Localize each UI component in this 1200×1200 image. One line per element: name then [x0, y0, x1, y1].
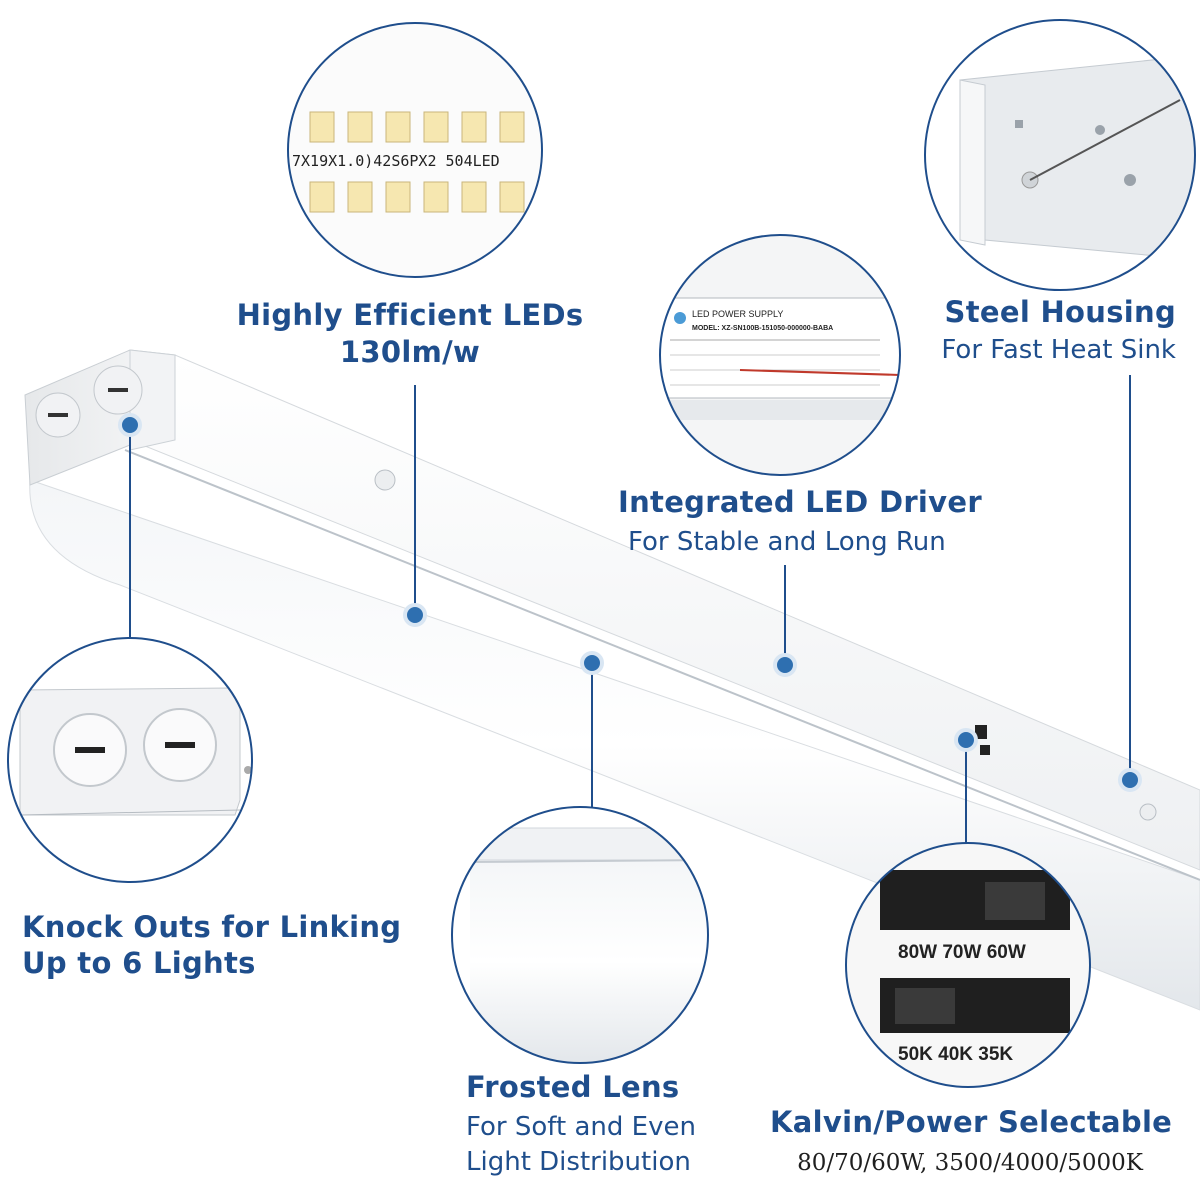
knockouts-title-line1: Knock Outs for Linking	[22, 910, 402, 944]
driver-inset: LED POWER SUPPLY MODEL: XZ-SN100B-151050…	[659, 234, 901, 476]
steel-sub: For Fast Heat Sink	[941, 335, 1176, 365]
power-labels: 80W 70W 60W	[898, 942, 1026, 963]
cct-labels: 50K 40K 35K	[898, 1044, 1013, 1065]
knockouts-title-line2: Up to 6 Lights	[22, 946, 256, 980]
lens-title: Frosted Lens	[466, 1070, 680, 1104]
lens-sub-line1: For Soft and Even	[466, 1112, 696, 1142]
leader-dots	[118, 413, 1142, 792]
knockouts-inset	[7, 637, 253, 883]
led-row-bottom	[309, 181, 525, 213]
led-row-top	[309, 111, 525, 143]
driver-sub: For Stable and Long Run	[628, 527, 946, 557]
driver-title: Integrated LED Driver	[618, 485, 982, 519]
steel-title: Steel Housing	[944, 295, 1176, 329]
selectable-title: Kalvin/Power Selectable	[770, 1105, 1173, 1139]
chip-marking: 7X19X1.0)42S6PX2 504LED	[292, 152, 500, 170]
leds-sub: 130lm/w	[339, 335, 481, 369]
driver-label-heading: LED POWER SUPPLY	[692, 309, 783, 319]
lens-sub-line2: Light Distribution	[466, 1147, 691, 1177]
lens-inset	[451, 806, 709, 1064]
led-chip-inset: 7X19X1.0)42S6PX2 504LED	[287, 22, 543, 278]
leds-title: Highly Efficient LEDs	[236, 298, 584, 332]
driver-label-model: MODEL: XZ-SN100B-151050-000000-BABA	[692, 325, 833, 332]
leader-lines	[129, 375, 1131, 843]
selectable-sub: 80/70/60W, 3500/4000/5000K	[797, 1150, 1143, 1176]
steel-housing-inset	[924, 19, 1196, 291]
selector-inset: 80W 70W 60W 50K 40K 35K	[845, 842, 1091, 1088]
